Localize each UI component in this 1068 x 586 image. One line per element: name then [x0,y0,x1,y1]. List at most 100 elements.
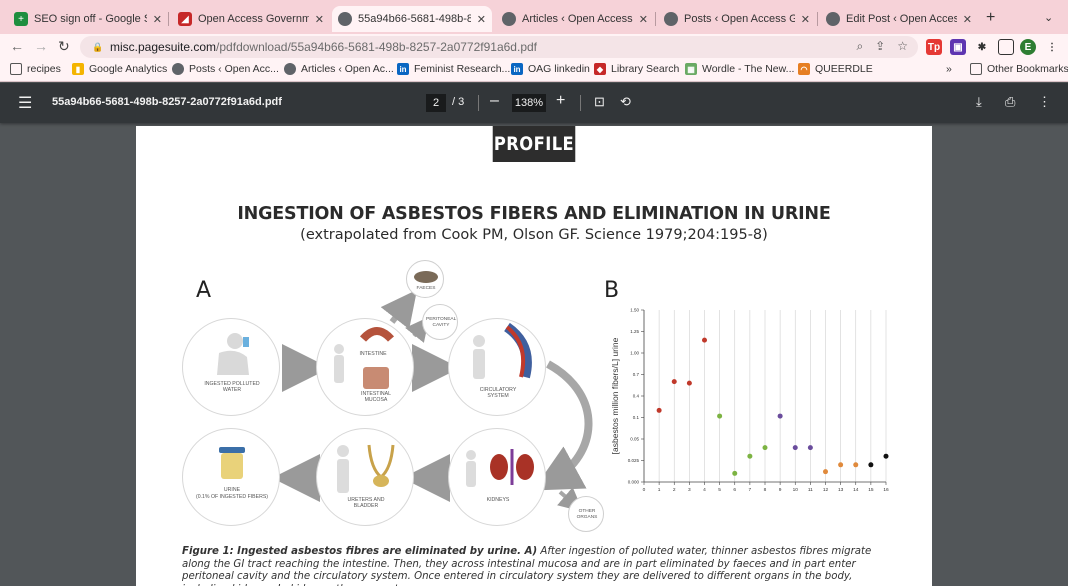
print-icon[interactable]: ⎙ [1005,94,1016,109]
reload-icon[interactable]: ↻ [58,38,70,54]
x-tick-label: 13 [838,487,844,493]
intestine-label: INTESTINE [359,351,387,357]
bookmark-articles[interactable]: Articles ‹ Open Ac... [284,63,394,75]
urine-node: URINE (0.1% OF INGESTED FIBERS) [182,428,280,526]
bookmark-queerdle[interactable]: ◠QUEERDLE [798,63,873,75]
tab-posts[interactable]: Posts ‹ Open Access Gover ✕ [658,6,816,32]
zoom-in-button[interactable]: + [556,92,566,109]
bookmark-recipes[interactable]: recipes [10,63,61,75]
close-icon[interactable]: ✕ [476,13,486,26]
forward-arrow-icon[interactable]: → [34,38,48,54]
tab-open-access-government[interactable]: ◢ Open Access Government ✕ [172,6,330,32]
close-icon[interactable]: ✕ [314,13,324,26]
close-icon[interactable]: ✕ [638,13,648,26]
more-options-icon[interactable]: ⋮ [1038,94,1051,109]
close-icon[interactable]: ✕ [800,13,810,26]
tab-label: Open Access Government [198,13,309,25]
share-icon[interactable]: ⇪ [875,39,886,53]
new-tab-button[interactable]: + [986,9,996,26]
bookmarks-overflow-icon[interactable]: » [946,63,952,75]
arrow-to-peritoneal [405,316,430,343]
kidneys-node: KIDNEYS [448,428,546,526]
side-panel-icon[interactable] [998,39,1014,55]
data-point [732,470,738,476]
bookmark-library-search[interactable]: ◆Library Search [594,63,679,75]
x-tick-label: 12 [823,487,829,493]
pdf-page: PROFILE INGESTION OF ASBESTOS FIBERS AND… [136,126,932,586]
extension-screen-icon[interactable]: ▣ [950,39,966,55]
bookmark-feminist-research[interactable]: in Feminist Research... [397,63,510,75]
x-tick-label: 11 [808,487,813,493]
back-arrow-icon[interactable]: ← [10,38,24,54]
other-bookmarks[interactable]: Other Bookmarks [970,63,1068,75]
tab-pdf-active[interactable]: 55a94b66-5681-498b-82 ✕ [332,6,492,32]
globe-icon [338,12,352,26]
x-tick-label: 9 [779,487,782,493]
bookmark-label: Feminist Research... [414,63,511,75]
urine-cup-icon [219,447,245,479]
folder-icon [10,63,22,75]
data-point [853,462,859,468]
wordpress-icon [172,63,184,75]
x-tick-label: 2 [673,487,676,493]
wordpress-icon [284,63,296,75]
y-tick-label: 0.05 [630,437,639,442]
browser-menu-icon[interactable]: ⋮ [1047,41,1057,53]
bookmark-label: OAG linkedin [528,63,590,75]
tab-seo-sign-off[interactable]: + SEO sign off - Google Shee ✕ [8,6,168,32]
tab-strip: + SEO sign off - Google Shee ✕ ◢ Open Ac… [0,0,1068,34]
bookmark-posts[interactable]: Posts ‹ Open Acc... [172,63,279,75]
lock-icon: 🔒 [92,42,104,52]
browser-toolbar: ← → ↻ 🔒 misc.pagesuite.com/pdfdownload/5… [0,34,1068,60]
data-point [807,445,813,451]
oag-logo-icon: ◢ [178,12,192,26]
close-icon[interactable]: ✕ [152,13,162,26]
kidneys-icon [466,449,534,487]
y-axis-label: [asbestos million fibers/L] urine [610,337,620,454]
data-point [702,337,707,343]
zoom-out-button[interactable]: – [490,92,499,109]
circulatory-icon [473,322,532,379]
y-tick-label: 1.25 [630,329,639,334]
wordle-grid-icon: ▦ [685,63,697,75]
y-tick-label: 0.000 [628,480,640,485]
tab-articles[interactable]: Articles ‹ Open Access Go ✕ [496,6,654,32]
x-tick-label: 10 [793,487,799,493]
intestine-node: INTESTINE INTESTINAL MUCOSA [316,318,414,416]
tab-edit-post[interactable]: Edit Post ‹ Open Access Go ✕ [820,6,978,32]
linkedin-icon: in [397,63,409,75]
tab-label: 55a94b66-5681-498b-82 [358,13,471,25]
shield-icon: ◆ [594,63,606,75]
x-tick-label: 14 [853,487,859,493]
bookmark-wordle[interactable]: ▦Wordle - The New... [685,63,794,75]
download-icon[interactable]: ⤓ [976,94,982,109]
close-icon[interactable]: ✕ [962,13,972,26]
extensions-puzzle-icon[interactable]: ✱ [977,41,987,53]
toolbar-divider [580,95,581,111]
toolbar-divider [478,95,479,111]
page-number-input[interactable]: 2 [426,94,446,112]
tab-search-chevron-icon[interactable]: ⌄ [1044,12,1054,24]
folder-icon [970,63,982,75]
rotate-icon[interactable]: ⟲ [620,94,631,109]
fit-page-icon[interactable]: ⊡ [594,94,605,109]
hamburger-menu-icon[interactable]: ☰ [18,95,33,112]
data-point [883,453,889,459]
y-tick-label: 0.4 [633,394,640,399]
profile-avatar[interactable]: E [1020,39,1036,55]
address-bar[interactable]: 🔒 misc.pagesuite.com/pdfdownload/55a94b6… [80,36,918,58]
circulatory-label: CIRCULATORY SYSTEM [479,387,517,399]
bookmark-star-icon[interactable]: ☆ [897,39,908,53]
pdf-viewer-toolbar: ☰ 55a94b66-5681-498b-8257-2a0772f91a6d.p… [0,83,1068,123]
pdf-filename: 55a94b66-5681-498b-8257-2a0772f91a6d.pdf [52,96,282,108]
zoom-level-input[interactable]: 138% [512,94,546,112]
data-point [762,445,768,451]
x-tick-label: 0 [643,487,646,493]
rainbow-icon: ◠ [798,63,810,75]
bookmark-google-analytics[interactable]: ▮Google Analytics [72,63,167,75]
zoom-icon[interactable]: ⌕ [856,39,864,53]
y-tick-label: 1.00 [630,351,639,356]
extension-tp-icon[interactable]: Tp [926,39,942,55]
other-organs-label: OTHER ORGANS [576,509,598,520]
